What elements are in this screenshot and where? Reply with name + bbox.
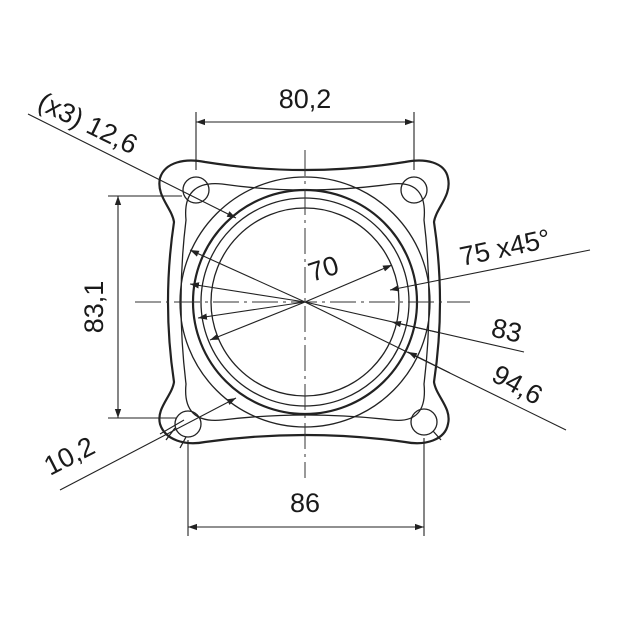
leader-dia-94-6-arrow [407,351,451,374]
dim-bottom-width [187,438,425,536]
radial-leaders [189,249,306,341]
label-dia-94-6: 94,6 [487,359,548,411]
label-bore: 70 [305,250,343,288]
leader-dia-83-arrow [391,320,441,334]
dim-top-width [195,112,415,170]
flange-outline [158,159,450,445]
leader-slot-tick [159,419,185,435]
leader-hole-dia [27,113,237,219]
label-top-width: 80,2 [279,84,332,114]
label-chamfer: 75 x45° [457,223,553,271]
leader-bore [304,264,393,303]
gasket-contour [180,183,430,421]
label-hole-dia: (x3) 12,6 [33,86,142,160]
bolt-hole-bottom-right [410,408,442,441]
label-left-height: 83,1 [79,281,109,334]
bolt-hole-top-left [182,176,210,204]
dim-left-height [108,195,182,419]
label-dia-83: 83 [489,313,525,349]
bolt-hole-bottom-left [165,410,202,449]
label-bottom-width: 86 [290,488,320,518]
leader-chamfer [389,249,591,292]
leader-slot [59,397,237,491]
bolt-hole-top-right [400,176,428,204]
